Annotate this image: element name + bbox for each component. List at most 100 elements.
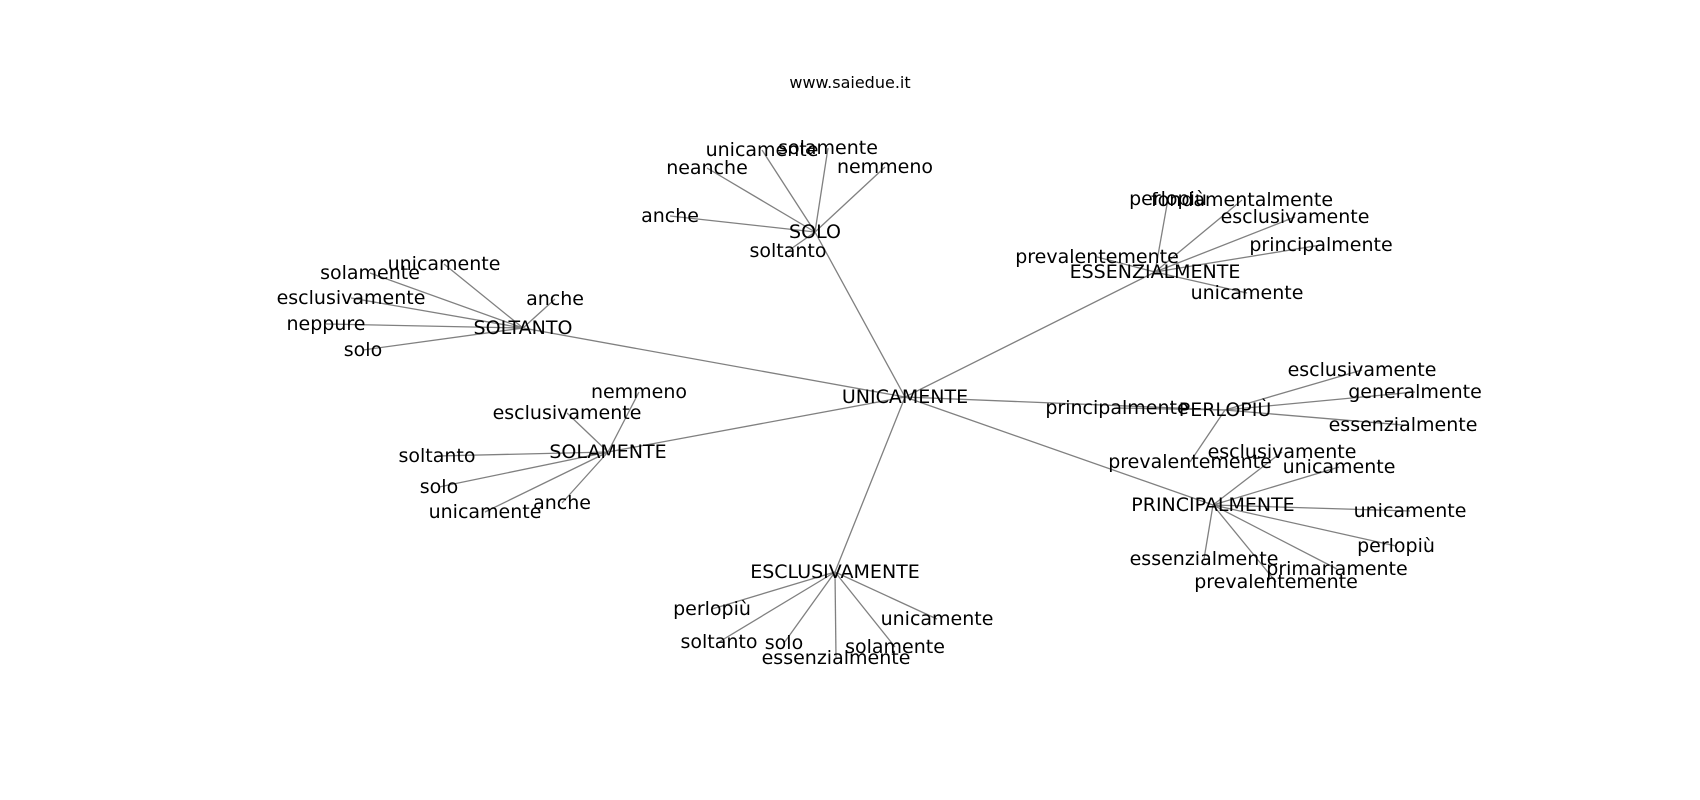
graph-edges	[325, 147, 1416, 659]
leaf-node-label: soltanto	[680, 631, 757, 653]
edge-hub-to-leaf	[706, 167, 816, 233]
leaf-node-label: esclusivamente	[277, 287, 426, 309]
leaf-node-label: fondamentalmente	[1151, 189, 1333, 211]
leaf-node-label: anche	[641, 205, 699, 227]
leaf-node-label: esclusivamente	[1288, 359, 1437, 381]
leaf-node-label: unicamente	[388, 253, 501, 275]
leaf-node-label: unicamente	[1354, 500, 1467, 522]
leaf-node-label: neanche	[666, 157, 748, 179]
leaf-node-label: solamente	[845, 636, 945, 658]
edge-hub-to-leaf	[1154, 244, 1322, 273]
edge-hub-to-leaf	[1189, 409, 1226, 463]
edge-hub-to-leaf	[1224, 369, 1363, 411]
leaf-node-label: nemmeno	[837, 156, 933, 178]
edge-hub-to-leaf	[362, 327, 524, 351]
edge-hub-to-leaf	[1154, 198, 1169, 273]
edge-hub-to-leaf	[669, 215, 816, 233]
edge-hub-to-leaf	[443, 263, 524, 329]
edge-root-to-hub	[522, 327, 906, 398]
leaf-node-label: prevalentemente	[1194, 571, 1358, 593]
leaf-node-label: prevalentemente	[1015, 246, 1179, 268]
edge-hub-to-leaf	[834, 571, 837, 659]
edge-root-to-hub	[904, 271, 1156, 398]
edge-hub-to-leaf	[1224, 409, 1404, 426]
edge-hub-to-leaf	[1212, 504, 1397, 547]
leaf-node-label: solo	[420, 476, 458, 498]
edge-root-to-hub	[834, 396, 906, 573]
edge-hub-to-leaf	[718, 571, 836, 643]
leaf-node-label: unicamente	[429, 501, 542, 523]
edge-hub-to-leaf	[1154, 216, 1296, 273]
edge-root-to-hub	[904, 396, 1226, 411]
edge-hub-to-leaf	[814, 147, 829, 233]
leaf-node-label: anche	[533, 492, 591, 514]
edge-root-to-hub	[814, 231, 906, 398]
leaf-node-label: soltanto	[398, 445, 475, 467]
edge-hub-to-leaf	[787, 231, 816, 252]
leaf-node-label: essenzialmente	[762, 647, 911, 669]
edge-hub-to-leaf	[438, 451, 609, 488]
leaf-node-label: solo	[344, 339, 382, 361]
edge-hub-to-leaf	[1212, 451, 1283, 506]
leaf-node-label: perlopiù	[1129, 188, 1207, 210]
hub-node-label: ESSENZIALMENTE	[1070, 261, 1241, 283]
leaf-node-label: anche	[526, 288, 584, 310]
leaf-node-label: principalmente	[1045, 397, 1188, 419]
edge-hub-to-leaf	[436, 451, 609, 457]
leaf-node-label: perlopiù	[1357, 535, 1435, 557]
graph-labels: www.saiedue.it unicamentesolamenteneanch…	[277, 73, 1482, 669]
leaf-node-label: unicamente	[1283, 456, 1396, 478]
leaf-node-label: solo	[765, 632, 803, 654]
leaf-node-label: unicamente	[881, 608, 994, 630]
hub-node-label: SOLTANTO	[474, 317, 573, 339]
edge-hub-to-leaf	[325, 323, 524, 329]
edge-hub-to-leaf	[484, 451, 609, 513]
leaf-node-label: principalmente	[1249, 234, 1392, 256]
site-watermark: www.saiedue.it	[789, 73, 910, 92]
edge-hub-to-leaf	[834, 571, 896, 648]
leaf-node-label: essenzialmente	[1329, 414, 1478, 436]
edge-hub-to-leaf	[1154, 271, 1248, 294]
edge-hub-to-leaf	[561, 451, 609, 504]
leaf-node-label: solamente	[778, 137, 878, 159]
edge-hub-to-leaf	[1096, 256, 1156, 273]
hub-node-label: ESCLUSIVAMENTE	[750, 561, 920, 583]
leaf-node-label: generalmente	[1348, 381, 1482, 403]
leaf-node-label: primariamente	[1266, 558, 1407, 580]
edge-hub-to-leaf	[711, 571, 836, 610]
edge-hub-to-leaf	[1212, 504, 1338, 570]
edge-hub-to-leaf	[522, 298, 556, 329]
edge-root-to-hub	[904, 396, 1214, 506]
hub-node-label: SOLO	[789, 221, 841, 243]
edge-hub-to-leaf	[1224, 391, 1416, 411]
edge-hub-to-leaf	[566, 412, 609, 453]
edge-hub-to-leaf	[834, 571, 938, 620]
leaf-node-label: neppure	[287, 313, 366, 335]
leaf-node-label: esclusivamente	[1221, 206, 1370, 228]
leaf-node-label: essenzialmente	[1130, 548, 1279, 570]
leaf-node-label: esclusivamente	[1208, 441, 1357, 463]
leaf-node-label: soltanto	[749, 240, 826, 262]
edge-hub-to-leaf	[369, 272, 524, 329]
leaf-node-label: prevalentemente	[1108, 451, 1272, 473]
edge-hub-to-leaf	[607, 391, 640, 453]
leaf-node-label: esclusivamente	[493, 402, 642, 424]
hub-node-label: SOLAMENTE	[549, 441, 666, 463]
leaf-node-label: unicamente	[1191, 282, 1304, 304]
edge-hub-to-leaf	[1203, 504, 1214, 560]
hub-node-label: PERLOPIÙ	[1179, 397, 1272, 421]
leaf-node-label: unicamente	[706, 139, 819, 161]
leaf-node-label: nemmeno	[591, 381, 687, 403]
leaf-node-label: solamente	[320, 262, 420, 284]
edge-hub-to-leaf	[814, 166, 886, 233]
edge-hub-to-leaf	[1212, 466, 1340, 506]
hub-node-label: PRINCIPALMENTE	[1131, 494, 1294, 516]
leaf-node-label: perlopiù	[673, 598, 751, 620]
edge-hub-to-leaf	[350, 297, 524, 329]
edge-root-to-hub	[607, 396, 906, 453]
edge-hub-to-leaf	[1212, 504, 1277, 583]
edge-hub-to-leaf	[1154, 199, 1243, 273]
edge-hub-to-leaf	[783, 571, 836, 644]
root-node-label: UNICAMENTE	[842, 386, 968, 408]
